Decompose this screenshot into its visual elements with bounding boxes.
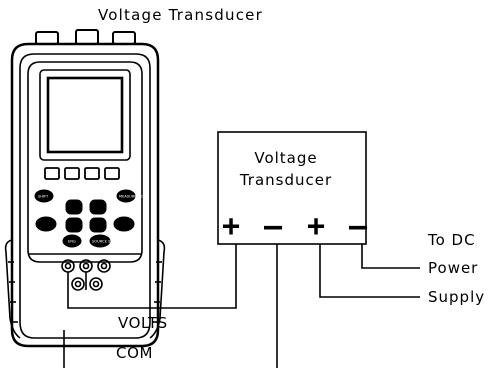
label-power: Power: [428, 259, 479, 277]
left-side-grip: [4, 239, 21, 339]
terminal-minus-1: —: [264, 209, 283, 244]
keypad-upper-right: [89, 199, 107, 215]
input-jacks: [61, 259, 111, 291]
label-to-dc: To DC: [428, 231, 476, 249]
wire-supply: [319, 244, 420, 298]
shift-key-label: SHIFT: [38, 195, 49, 199]
transducer-title-line2: Transducer: [239, 171, 333, 189]
source-step-key-label: SOURCE STEP: [92, 240, 118, 244]
keypad: [34, 189, 136, 248]
source-step-key: [89, 234, 111, 248]
display-screen: [46, 76, 124, 154]
device-faceplate: [27, 61, 143, 263]
eng-key: [62, 234, 82, 248]
wire-volts: [67, 244, 237, 309]
keypad-left: [35, 216, 57, 232]
top-connector-right: [112, 31, 136, 45]
label-volts: VOLTS: [118, 314, 168, 332]
function-key-1: [44, 167, 60, 180]
terminal-plus-1: +: [222, 209, 241, 244]
wiring: [63, 244, 420, 368]
top-connector-left: [35, 31, 59, 45]
transducer-title-line1: Voltage: [254, 149, 318, 167]
right-side-grip: [149, 239, 166, 339]
wire-power: [361, 244, 420, 269]
keypad-lower-right: [89, 217, 107, 233]
shift-key: [34, 189, 54, 203]
eng-key-label: ENG: [68, 240, 76, 244]
jack-5: [89, 277, 103, 291]
calibrator-device: SHIFT MEASURE MODE ENG SOURCE STEP: [4, 29, 166, 348]
device-inner-case: [19, 53, 151, 339]
label-supply: Supply: [428, 288, 486, 306]
terminal-plus-2: +: [307, 209, 326, 244]
transducer-box: [217, 131, 367, 245]
display-bezel: [39, 69, 131, 161]
jack-4: [71, 277, 85, 291]
terminal-minus-2: —: [349, 209, 368, 244]
label-com: COM: [116, 344, 154, 362]
keypad-upper-left: [65, 199, 83, 215]
function-key-4: [104, 167, 120, 180]
keypad-right: [113, 216, 135, 232]
diagram-title: Voltage Transducer: [98, 6, 263, 24]
function-key-3: [84, 167, 100, 180]
function-key-2: [64, 167, 80, 180]
measure-mode-key-label: MEASURE MODE: [119, 195, 149, 199]
measure-mode-key: [116, 189, 136, 203]
jack-3: [97, 259, 111, 273]
top-connector-center: [75, 29, 99, 45]
keypad-lower-left: [65, 217, 83, 233]
